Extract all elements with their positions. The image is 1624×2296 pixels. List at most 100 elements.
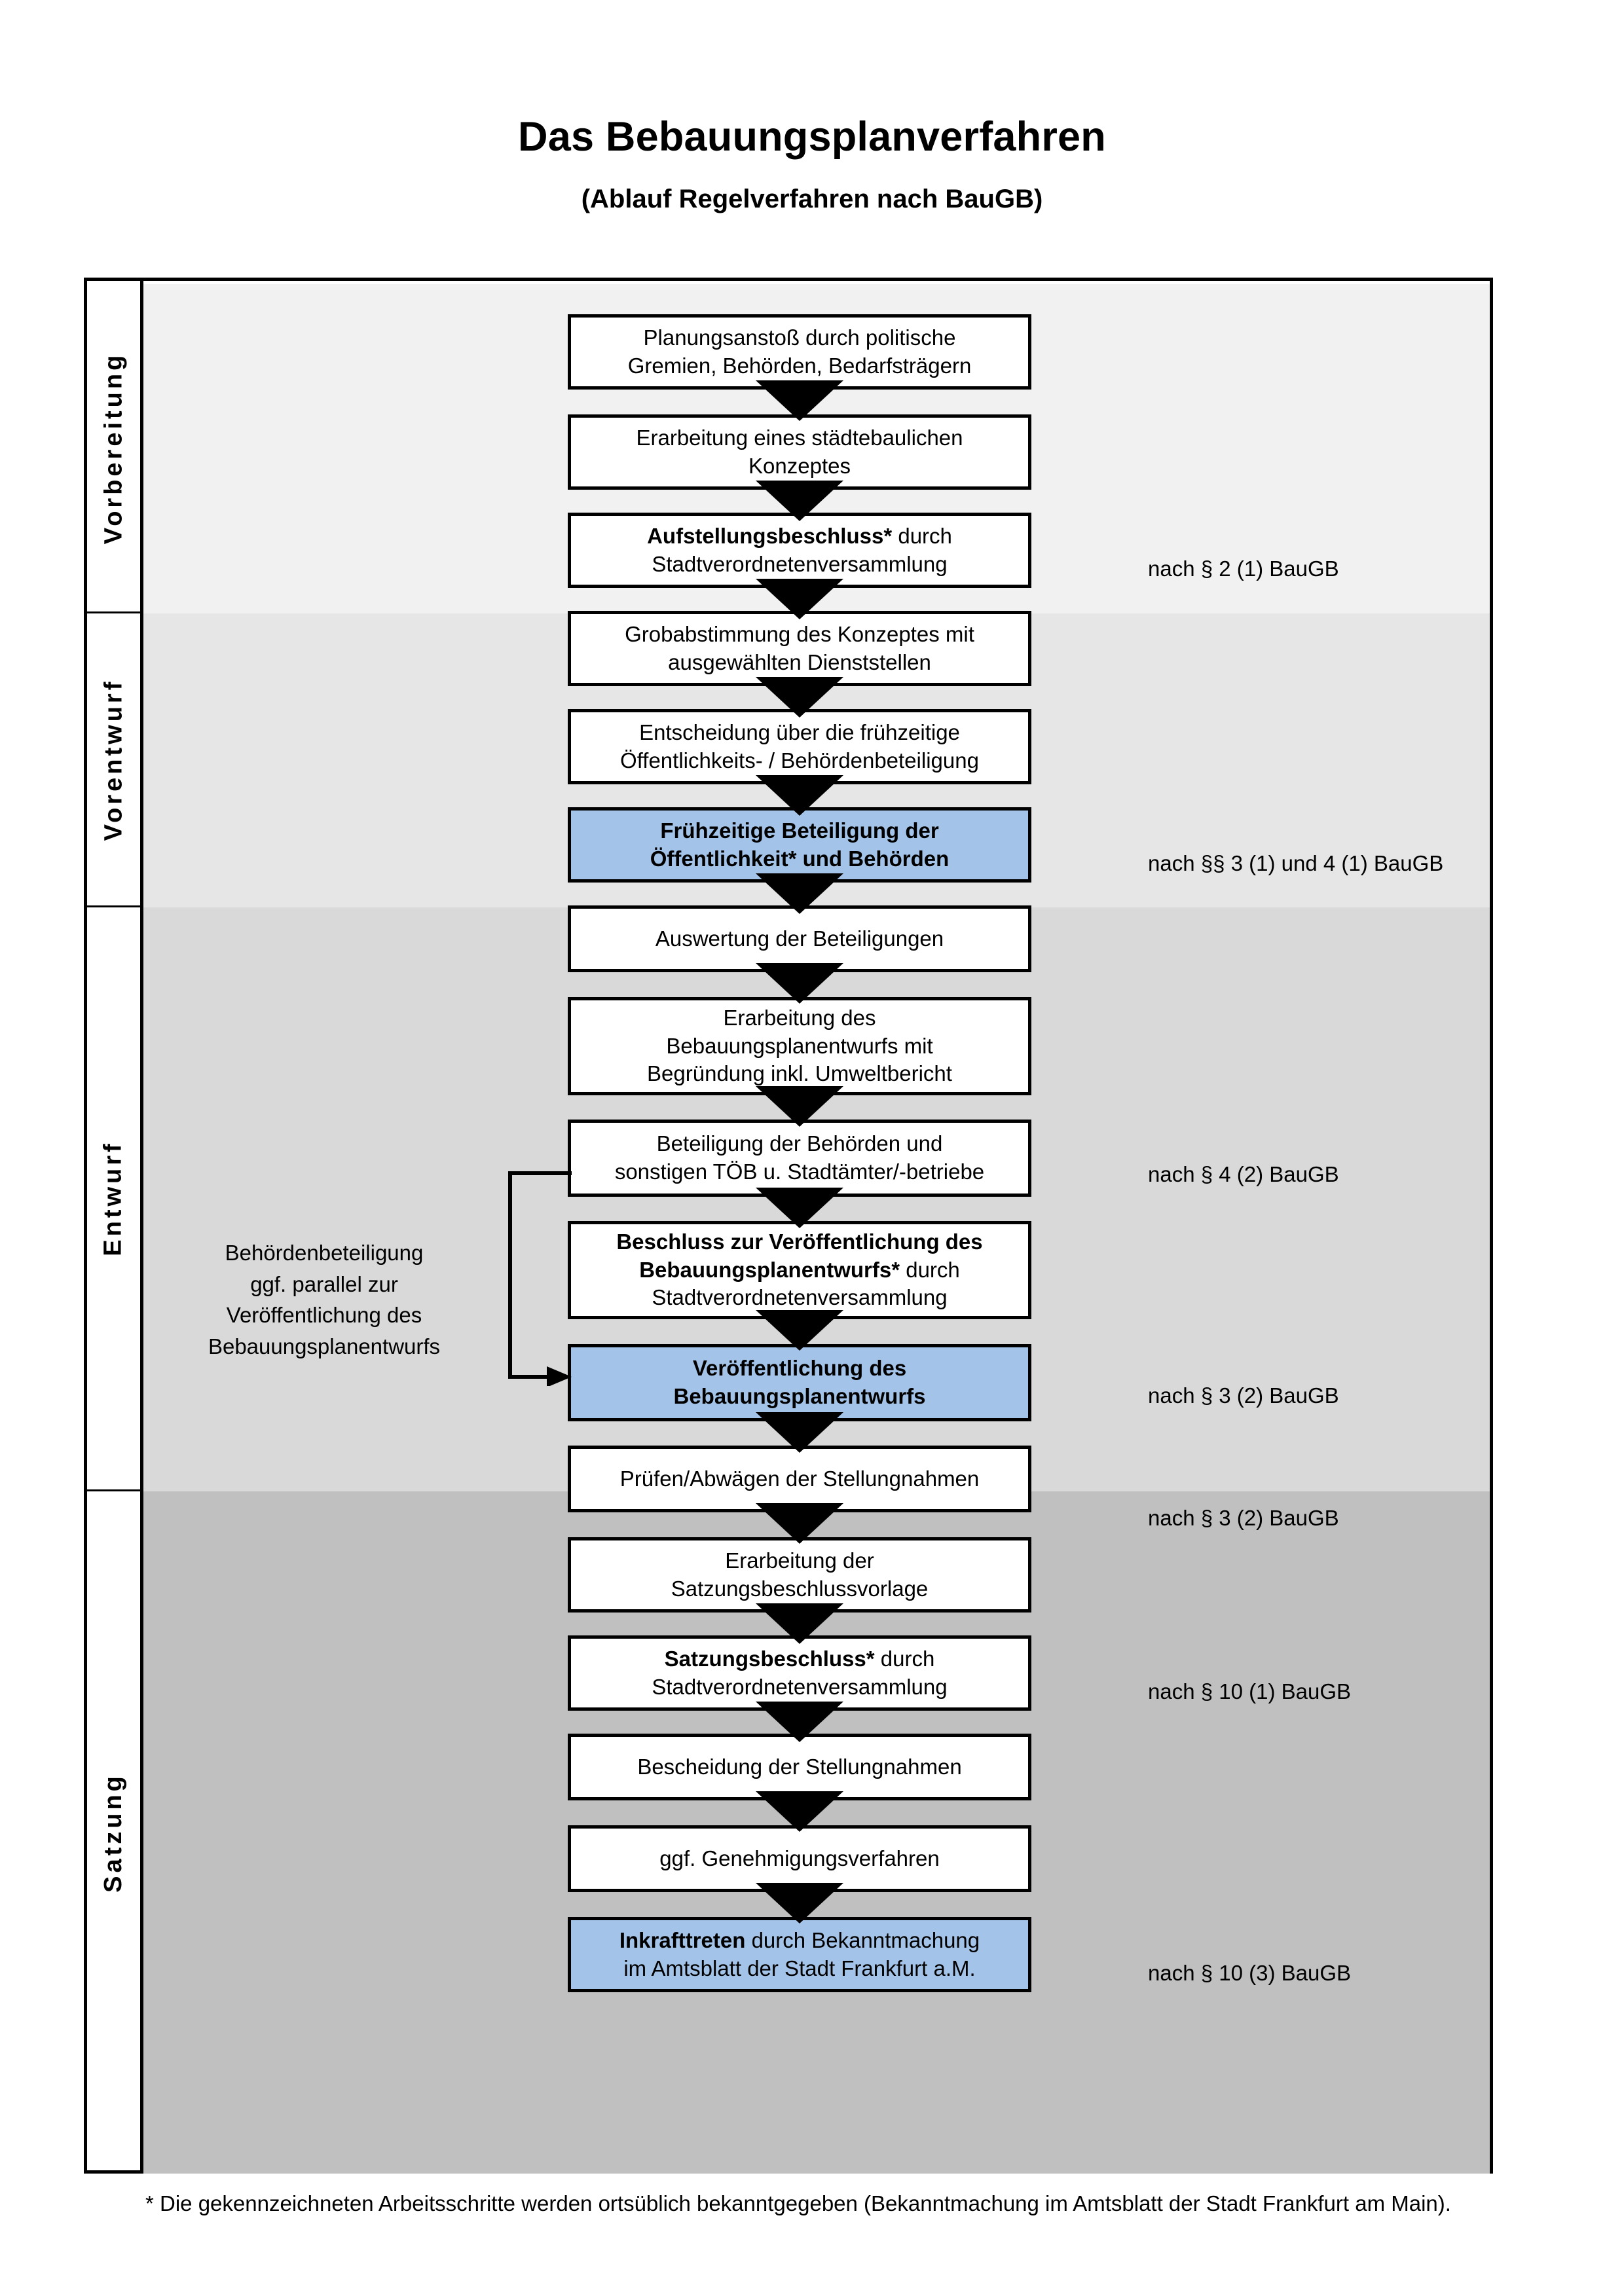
flow-step-line: Bebauungsplanentwurfs mit: [666, 1033, 933, 1058]
ref-beschluss-veroeffentlichung: nach § 3 (2) BauGB: [1148, 1383, 1339, 1408]
flow-step-auswertung-beteiligungen: Auswertung der Beteiligungen: [568, 905, 1031, 972]
flow-step-line: sonstigen TÖB u. Stadtämter/-betriebe: [614, 1159, 985, 1184]
flow-step-line: Bebauungsplanentwurfs: [673, 1384, 926, 1408]
flow-step-line: Öffentlichkeit* und Behörden: [650, 846, 950, 871]
side-note-line: ggf. parallel zur: [250, 1271, 398, 1296]
flow-arrow-down: [756, 963, 843, 1004]
flow-step-line: Gremien, Behörden, Bedarfsträgern: [627, 353, 972, 378]
flow-step-line: Inkrafttreten durch Bekanntmachung: [619, 1927, 980, 1952]
flow-step-line: Satzungsbeschluss* durch: [664, 1646, 935, 1671]
side-note-line: Bebauungsplanentwurfs: [208, 1334, 441, 1358]
flow-arrow-down: [756, 775, 843, 816]
flow-step-bescheidung-stellungnahmen: Bescheidung der Stellungnahmen: [568, 1734, 1031, 1800]
phase-label-text: Satzung: [100, 1772, 127, 1893]
flow-step-text: Beteiligung der Behörden und sonstigen TÖ…: [615, 1130, 984, 1186]
flow-arrow-down: [756, 1702, 843, 1742]
flow-step-line: im Amtsblatt der Stadt Frankfurt a.M.: [623, 1956, 976, 1980]
title-block: Das Bebauungsplanverfahren (Ablauf Regel…: [0, 114, 1624, 214]
flow-step-line: Bebauungsplanentwurfs* durch: [639, 1257, 960, 1282]
flow-step-text: Prüfen/Abwägen der Stellungnahmen: [620, 1465, 980, 1493]
side-note-line: Veröffentlichung des: [226, 1303, 422, 1328]
side-note-line: Behördenbeteiligung: [225, 1241, 424, 1265]
page-subtitle: (Ablauf Regelverfahren nach BauGB): [581, 185, 1043, 214]
flow-step-line: Beschluss zur Veröffentlichung des: [616, 1229, 983, 1254]
flow-step-pruefen-abwaegen: Prüfen/Abwägen der Stellungnahmen: [568, 1446, 1031, 1512]
ref-aufstellungsbeschluss: nach § 2 (1) BauGB: [1148, 556, 1339, 581]
flow-step-text: Bescheidung der Stellungnahmen: [637, 1753, 961, 1781]
flow-step-line: Stadtverordnetenversammlung: [652, 551, 948, 576]
ref-satzungsbeschluss: nach § 10 (1) BauGB: [1148, 1679, 1352, 1704]
flow-step-beteiligung-behoerden: Beteiligung der Behörden und sonstigen TÖ…: [568, 1120, 1031, 1197]
flow-step-text: Inkrafttreten durch Bekanntmachung im Amt…: [619, 1927, 980, 1983]
flow-step-line: Aufstellungsbeschluss* durch: [647, 523, 952, 548]
flow-step-line: Entscheidung über die frühzeitige: [639, 720, 960, 744]
flow-step-line: Auswertung der Beteiligungen: [655, 926, 944, 951]
flow-arrow-down: [756, 481, 843, 521]
flow-step-line: Bescheidung der Stellungnahmen: [637, 1754, 962, 1779]
flow-arrow-down: [756, 1503, 843, 1544]
flow-step-genehmigungsverfahren: ggf. Genehmigungsverfahren: [568, 1825, 1031, 1892]
ref-inkrafttreten: nach § 10 (3) BauGB: [1148, 1961, 1352, 1985]
footnote: * Die gekennzeichneten Arbeitsschritte w…: [145, 2191, 1451, 2215]
phase-label-text: Entwurf: [100, 1140, 127, 1256]
flow-arrow-down: [756, 873, 843, 914]
flow-step-line: Begründung inkl. Umweltbericht: [647, 1061, 952, 1086]
ref-veroeffentlichung-entwurf: nach § 3 (2) BauGB: [1148, 1506, 1339, 1530]
flow-arrow-down: [756, 1883, 843, 1923]
phase-label-text: Vorentwurf: [100, 678, 127, 841]
flow-step-line: Veröffentlichung des: [692, 1356, 907, 1381]
ref-fruehzeitige-beteiligung: nach §§ 3 (1) und 4 (1) BauGB: [1148, 851, 1444, 875]
phase-label-text: Vorbereitung: [100, 352, 128, 544]
flow-step-line: Stadtverordnetenversammlung: [652, 1674, 948, 1699]
flow-arrow-down: [756, 1188, 843, 1228]
flow-step-line: Konzeptes: [748, 453, 851, 478]
flow-arrow-down: [756, 1791, 843, 1832]
phase-cell-vorentwurf: Vorentwurf: [87, 613, 140, 907]
flow-step-line: Satzungsbeschlussvorlage: [671, 1576, 929, 1601]
ref-beteiligung-behoerden: nach § 4 (2) BauGB: [1148, 1162, 1339, 1186]
flow-step-line: Beteiligung der Behörden und: [656, 1131, 943, 1156]
flow-step-line: Stadtverordnetenversammlung: [652, 1285, 948, 1310]
flow-arrow-down: [756, 1086, 843, 1127]
flow-step-line: Erarbeitung der: [725, 1548, 874, 1573]
flow-step-line: Erarbeitung eines städtebaulichen: [636, 425, 963, 450]
flow-step-line: Öffentlichkeits- / Behördenbeteiligung: [620, 748, 979, 773]
flow-step-line: ggf. Genehmigungsverfahren: [659, 1846, 940, 1870]
page-title: Das Bebauungsplanverfahren: [518, 114, 1106, 160]
flow-step-line: Frühzeitige Beteiligung der: [660, 818, 939, 843]
flow-step-text: ggf. Genehmigungsverfahren: [659, 1845, 939, 1873]
flow-arrow-down: [756, 1603, 843, 1644]
flow-arrow-down: [756, 1412, 843, 1453]
flow-step-line: Prüfen/Abwägen der Stellungnahmen: [619, 1466, 980, 1491]
flow-step-line: Grobabstimmung des Konzeptes mit: [625, 621, 974, 646]
flow-step-line: Erarbeitung des: [723, 1005, 876, 1030]
flow-step-text: Auswertung der Beteiligungen: [655, 925, 944, 953]
flow-arrow-down: [756, 1310, 843, 1351]
flow-arrow-down: [756, 380, 843, 421]
flow-step-inkrafttreten: Inkrafttreten durch Bekanntmachung im Amt…: [568, 1917, 1031, 1992]
